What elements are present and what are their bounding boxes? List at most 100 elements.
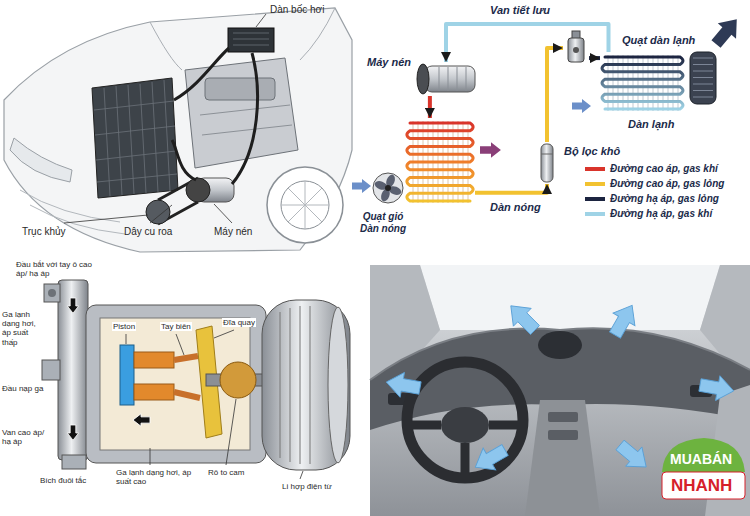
compressor-cutaway — [120, 345, 134, 405]
blower-blade — [693, 77, 713, 78]
refrigerant-pipe — [475, 184, 547, 193]
car-engine-illustration — [150, 8, 335, 70]
compressor-cutaway — [176, 334, 184, 355]
airflow-arrows — [352, 179, 371, 193]
part-label: Tay biên — [160, 322, 192, 331]
refrigerant-pipe — [547, 48, 563, 142]
part-label: Rô to cam — [208, 468, 244, 477]
watermark-logo — [662, 438, 745, 499]
car-engine-illustration — [214, 204, 232, 223]
refrigerant-pipe — [428, 96, 432, 118]
blower-blade — [693, 64, 713, 65]
part-label: Dây cu roa — [124, 226, 172, 238]
valve-port — [573, 47, 579, 53]
refrigerant-pipe — [589, 56, 600, 60]
legend-text: Đường hạ áp, gas khí — [610, 207, 712, 221]
car-interior-photo — [384, 370, 422, 401]
dryer-body — [541, 144, 553, 182]
car-engine-illustration — [185, 58, 298, 168]
car-engine-illustration — [256, 14, 266, 27]
compressor-rib — [439, 67, 440, 91]
compressor-cutaway — [67, 425, 78, 440]
blower-blade — [693, 71, 713, 72]
compressor-rib — [448, 67, 449, 91]
compressor-cutaway — [226, 399, 236, 465]
component-label: Quạt dàn lạnh — [622, 34, 695, 47]
expansion-valve-icon — [563, 30, 589, 66]
dryer-band — [541, 154, 553, 155]
car-engine-illustration — [267, 167, 343, 243]
part-label: Piston — [112, 322, 136, 331]
part-label: Đầu bắt với tay ô cao áp/ hạ áp — [16, 260, 96, 278]
component-label: Dàn nóng — [490, 201, 541, 214]
legend-swatch — [585, 212, 605, 216]
car-engine-illustration — [64, 215, 148, 223]
compressor-cutaway — [86, 305, 266, 463]
evaporator-icon — [600, 52, 685, 114]
compressor-cutaway — [48, 289, 56, 297]
airflow-arrows — [707, 12, 746, 52]
connector-layer — [430, 24, 609, 193]
blower-blade — [693, 97, 713, 98]
compressor-cutaway — [67, 298, 78, 313]
car-engine-illustration — [4, 8, 352, 252]
compressor-cutaway — [328, 307, 348, 463]
compressor-cutaway — [126, 334, 127, 344]
blower-blade — [693, 90, 713, 91]
compressor-rib — [457, 67, 458, 91]
compressor-cutaway — [133, 414, 150, 427]
watermark-logo — [662, 472, 745, 499]
component-label: Bộ lọc khô — [564, 145, 620, 158]
compressor-rib — [466, 67, 467, 91]
condenser-fan-icon — [372, 168, 404, 208]
compressor-cutaway — [214, 330, 234, 338]
car-interior-photo — [612, 435, 654, 476]
car-engine-illustration — [233, 33, 269, 45]
filter-dryer: Bộ lọc khô — [537, 142, 557, 184]
car-engine-illustration — [281, 181, 329, 229]
filter-dryer-icon — [537, 142, 557, 184]
car-engine-illustration — [281, 181, 329, 229]
condenser-icon — [405, 118, 475, 206]
condenser-coil — [407, 123, 473, 201]
car-engine-illustration — [4, 8, 352, 252]
evaporator-coil — [602, 57, 683, 109]
blower-blade — [693, 84, 713, 85]
legend-text: Đường cao áp, gas khí — [610, 162, 718, 176]
car-engine-illustration — [146, 200, 170, 224]
compressor-icon — [415, 62, 477, 96]
legend-swatch — [585, 197, 605, 201]
part-label: Đĩa quay — [222, 318, 256, 327]
airflow-arrows — [572, 99, 591, 113]
car-interior-photo — [441, 407, 489, 443]
car-interior-photo — [370, 265, 750, 516]
compressor-cutaway — [220, 362, 256, 398]
evaporator-fan-icon — [688, 50, 718, 106]
fan-hub — [385, 185, 391, 191]
legend-swatch — [585, 167, 605, 171]
car-engine-illustration — [172, 48, 257, 184]
compressor-cutaway — [58, 280, 88, 460]
part-label: Ga lạnh dạng hơi, áp suất thấp — [2, 310, 42, 347]
watermark: MUABÁN — [670, 451, 732, 467]
car-interior-photo — [548, 430, 578, 440]
compressor-cutaway — [300, 471, 303, 479]
car-interior-photo — [604, 299, 643, 341]
part-label: Li hợp điện từ — [282, 482, 332, 491]
expansion-valve: Van tiết lưu — [563, 30, 589, 66]
component-label: Quạt gió Dàn nóng — [352, 211, 414, 234]
compressor-cutaway — [174, 356, 200, 398]
compressor-cutaway — [134, 384, 174, 400]
compressor-cutaway — [62, 455, 86, 469]
watermark: NHANH — [671, 476, 732, 496]
part-label: Dàn bốc hơi — [270, 4, 324, 16]
legend-text: Đường cao áp, gas lỏng — [610, 177, 724, 191]
car-interior-photo — [548, 412, 578, 422]
watermark-logo — [662, 438, 745, 472]
part-label: Máy nén — [214, 226, 252, 238]
compressor-cutaway — [134, 352, 174, 368]
fan-ring — [373, 173, 403, 203]
